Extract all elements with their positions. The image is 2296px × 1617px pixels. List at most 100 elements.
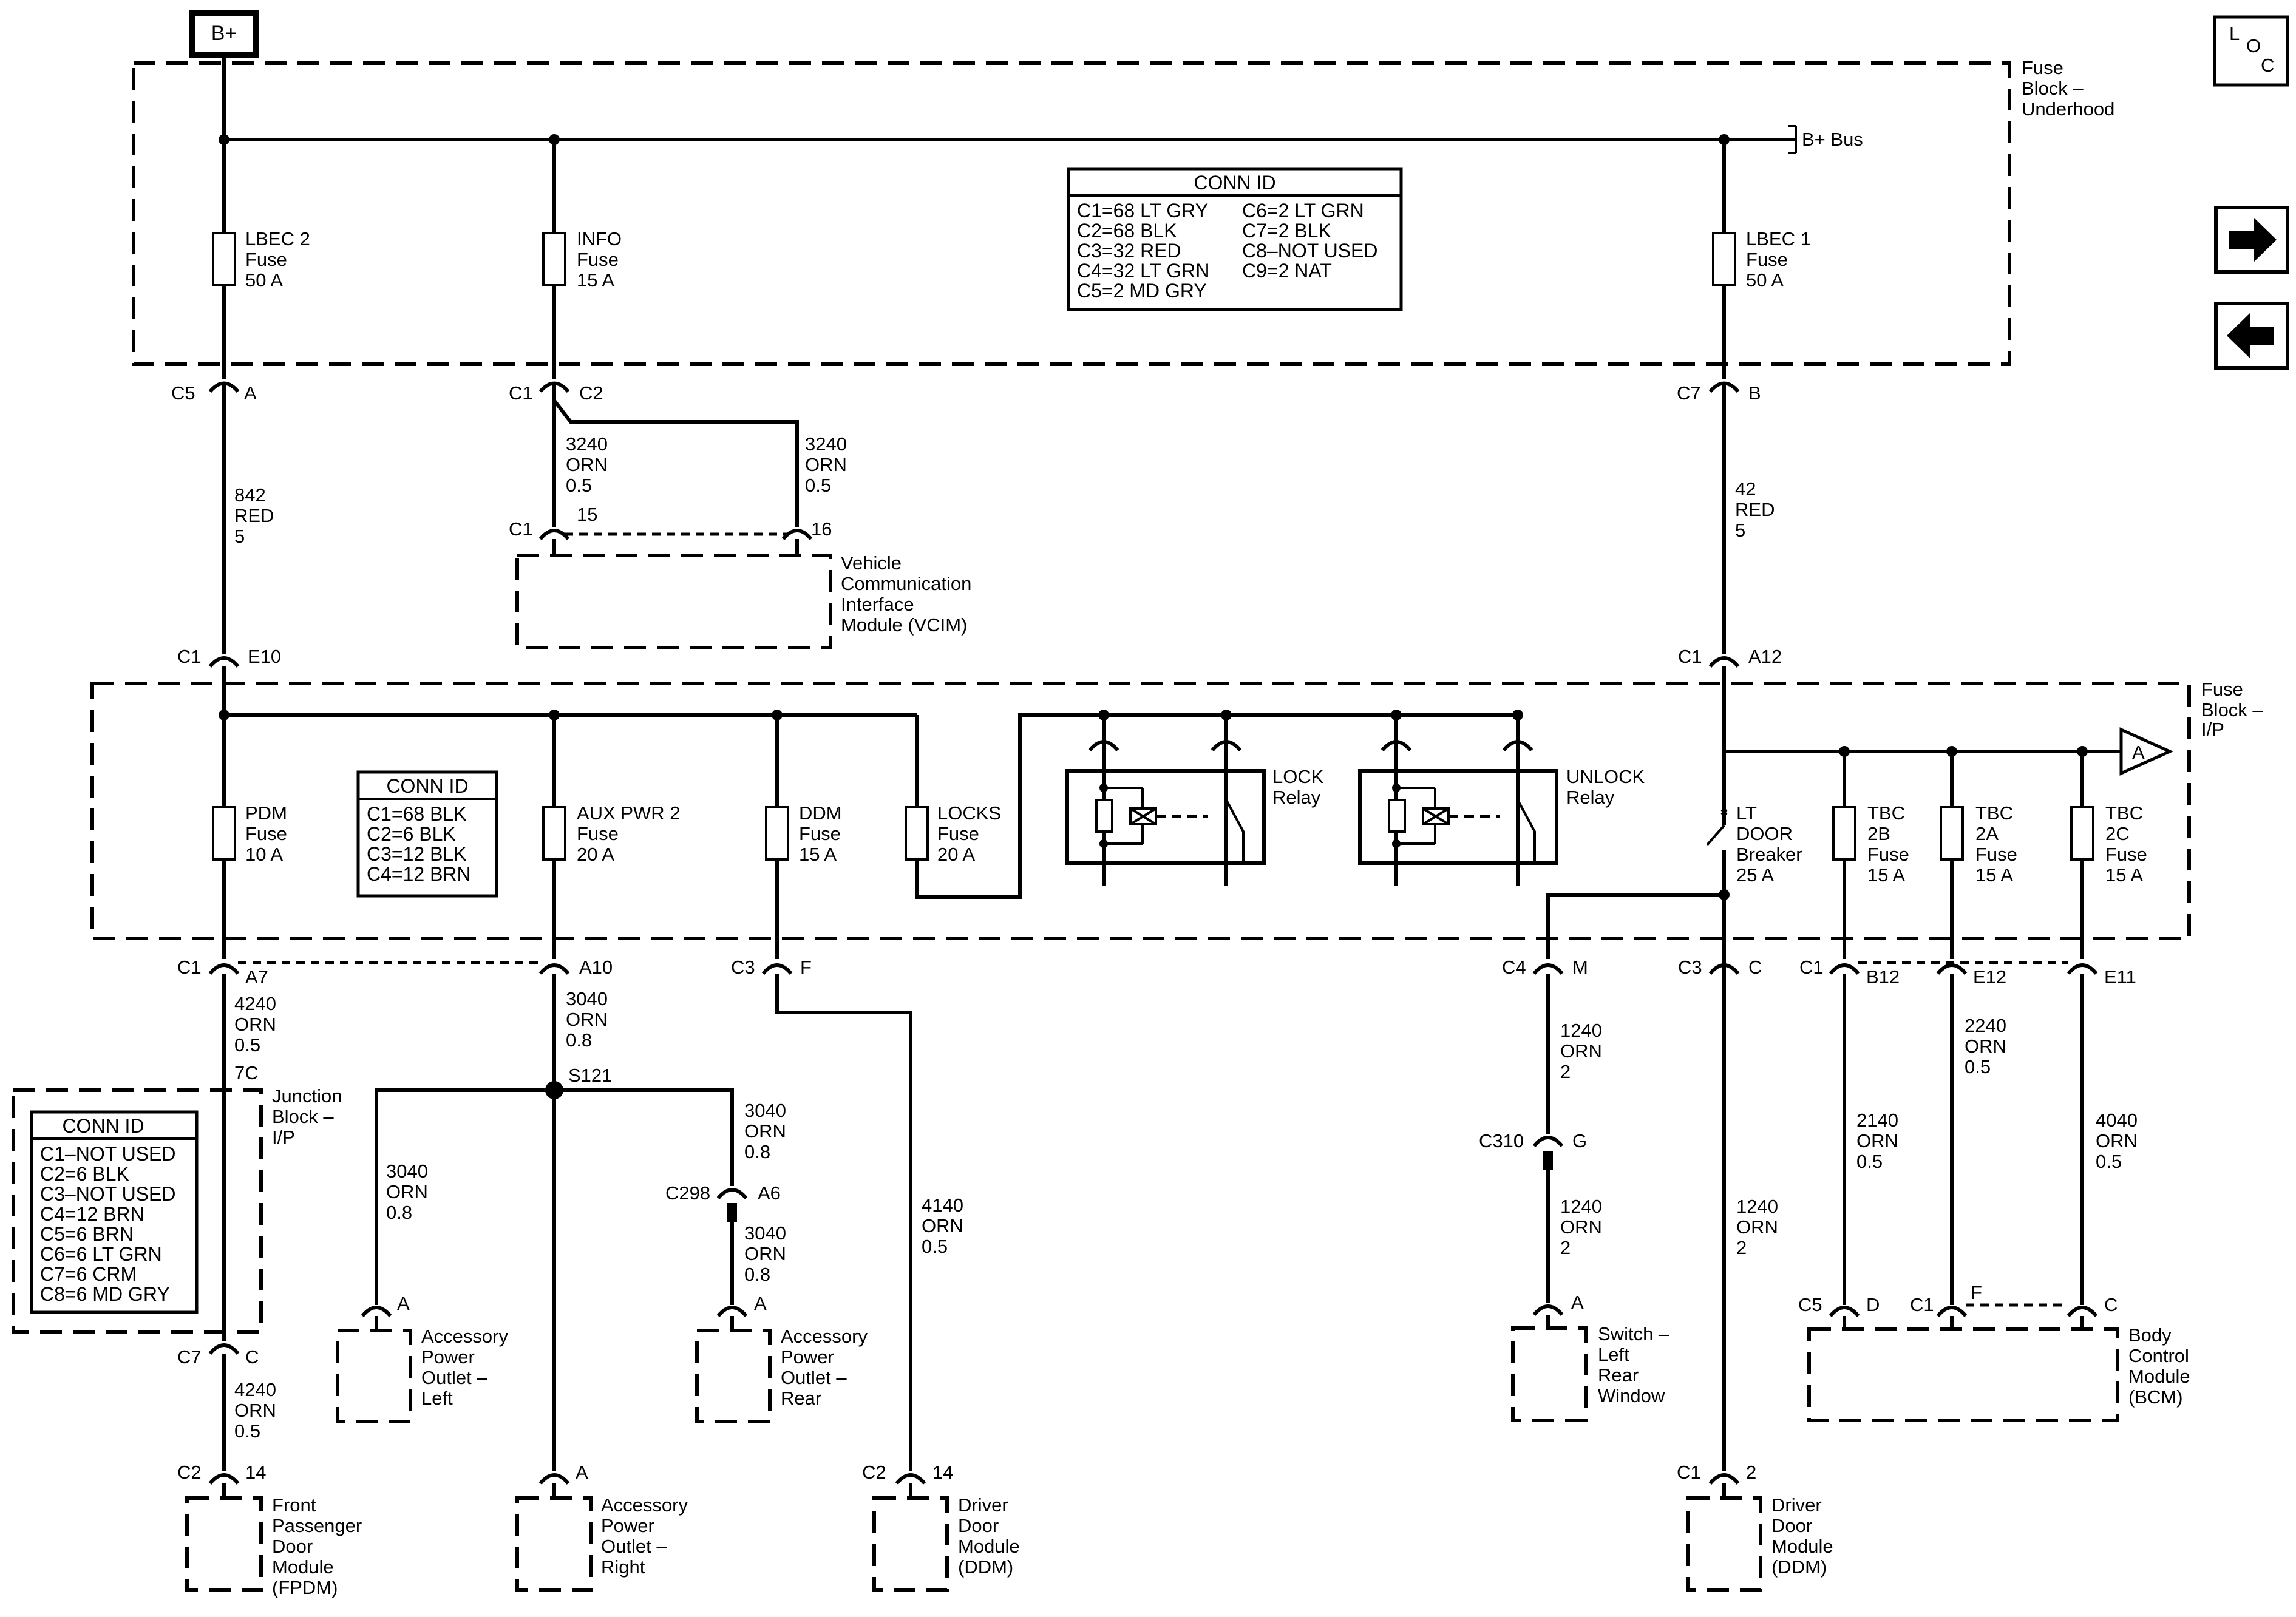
svg-text:14: 14 bbox=[245, 1462, 266, 1483]
svg-text:LBEC 2: LBEC 2 bbox=[245, 228, 310, 249]
svg-text:C7=6 CRM: C7=6 CRM bbox=[40, 1263, 137, 1285]
svg-text:I/P: I/P bbox=[272, 1127, 295, 1148]
underhood-conn-id-table: CONN ID C1=68 LT GRY C2=68 BLK C3=32 RED… bbox=[1067, 167, 1403, 311]
svg-text:0.5: 0.5 bbox=[566, 475, 592, 496]
svg-text:ORN: ORN bbox=[234, 1014, 276, 1035]
svg-text:2: 2 bbox=[1560, 1237, 1571, 1258]
ddm-fuse-label: DDM Fuse 15 A bbox=[799, 802, 842, 865]
svg-text:CONN ID: CONN ID bbox=[1194, 172, 1275, 194]
svg-text:DDM: DDM bbox=[799, 802, 842, 824]
svg-text:A10: A10 bbox=[579, 957, 613, 978]
svg-text:0.5: 0.5 bbox=[1965, 1056, 1991, 1077]
svg-text:15 A: 15 A bbox=[799, 844, 837, 865]
svg-text:Fuse: Fuse bbox=[1746, 249, 1788, 270]
battery-label: B+ bbox=[211, 22, 237, 45]
lbec1-fuse bbox=[1712, 232, 1736, 286]
switch-left-rear-window: A Switch – Left Rear Window bbox=[1511, 1292, 1669, 1422]
svg-text:C: C bbox=[2104, 1294, 2118, 1315]
aux-pwr2-fuse-label: AUX PWR 2 Fuse 20 A bbox=[577, 802, 681, 865]
connector-c310: C310 G bbox=[1479, 1130, 1587, 1170]
svg-text:3240: 3240 bbox=[805, 433, 847, 455]
svg-text:C1–NOT USED: C1–NOT USED bbox=[40, 1143, 175, 1165]
svg-text:C3: C3 bbox=[1678, 957, 1702, 978]
locks-fuse-label: LOCKS Fuse 20 A bbox=[937, 802, 1001, 865]
arrow-right-icon[interactable] bbox=[2214, 206, 2289, 274]
svg-text:Module (VCIM): Module (VCIM) bbox=[841, 614, 967, 636]
svg-text:A: A bbox=[754, 1293, 767, 1314]
svg-text:C2: C2 bbox=[177, 1462, 202, 1483]
fuse-block-ip-outline bbox=[90, 682, 2191, 940]
svg-text:4140: 4140 bbox=[922, 1195, 963, 1216]
wire-1240-b-label: 1240 ORN 2 bbox=[1560, 1196, 1602, 1258]
svg-text:15 A: 15 A bbox=[2105, 864, 2143, 886]
svg-text:G: G bbox=[1572, 1130, 1587, 1151]
svg-text:3040: 3040 bbox=[386, 1161, 428, 1182]
svg-text:3040: 3040 bbox=[744, 1222, 786, 1244]
svg-text:50 A: 50 A bbox=[245, 270, 283, 291]
svg-text:C5=6 BRN: C5=6 BRN bbox=[40, 1223, 134, 1245]
svg-text:Rear: Rear bbox=[1598, 1364, 1639, 1386]
ddm-right-module: C1 2 Driver Door Module (DDM) bbox=[1677, 1462, 1833, 1592]
arrow-left-icon[interactable] bbox=[2214, 302, 2289, 370]
svg-text:A7: A7 bbox=[245, 966, 268, 988]
svg-text:A: A bbox=[244, 382, 257, 404]
svg-text:Accessory: Accessory bbox=[421, 1326, 508, 1347]
svg-text:C1: C1 bbox=[1910, 1294, 1934, 1315]
svg-text:C6=2 LT GRN: C6=2 LT GRN bbox=[1242, 200, 1364, 222]
svg-text:2140: 2140 bbox=[1856, 1110, 1898, 1131]
svg-text:2B: 2B bbox=[1867, 823, 1890, 844]
svg-text:20 A: 20 A bbox=[937, 844, 975, 865]
vcim-module: C1 15 16 Vehicle Communication Interface… bbox=[509, 504, 971, 649]
svg-text:C6=6 LT GRN: C6=6 LT GRN bbox=[40, 1243, 162, 1265]
svg-text:C: C bbox=[1748, 957, 1762, 978]
tbc-2a-fuse bbox=[1940, 806, 1964, 861]
svg-text:0.5: 0.5 bbox=[1856, 1151, 1883, 1172]
svg-text:Fuse: Fuse bbox=[799, 823, 841, 844]
svg-text:Outlet –: Outlet – bbox=[781, 1367, 847, 1388]
svg-text:Fuse: Fuse bbox=[245, 823, 287, 844]
svg-text:25 A: 25 A bbox=[1736, 864, 1774, 886]
loc-button[interactable]: L O C bbox=[2213, 15, 2289, 87]
connector-c5-a: C5 A bbox=[171, 381, 257, 404]
svg-text:3040: 3040 bbox=[566, 988, 608, 1009]
lbec2-fuse bbox=[212, 232, 236, 286]
svg-text:3040: 3040 bbox=[744, 1100, 786, 1121]
svg-text:D: D bbox=[1866, 1294, 1880, 1315]
svg-text:Door: Door bbox=[1771, 1515, 1812, 1536]
svg-text:ORN: ORN bbox=[1965, 1036, 2006, 1057]
fuse-block-ip-title-3: I/P bbox=[2201, 719, 2224, 740]
svg-text:15 A: 15 A bbox=[1975, 864, 2013, 886]
svg-text:B: B bbox=[1748, 382, 1761, 404]
svg-text:Accessory: Accessory bbox=[601, 1494, 688, 1516]
tbc-2c-fuse-label: TBC 2C Fuse 15 A bbox=[2105, 802, 2147, 886]
svg-text:Accessory: Accessory bbox=[781, 1326, 868, 1347]
svg-text:0.5: 0.5 bbox=[234, 1420, 260, 1442]
lt-door-breaker: LT DOOR Breaker 25 A bbox=[1706, 802, 1802, 1032]
svg-text:CONN ID: CONN ID bbox=[386, 775, 468, 797]
svg-text:E12: E12 bbox=[1973, 966, 2006, 988]
svg-text:2: 2 bbox=[1736, 1237, 1747, 1258]
aux-pwr2-fuse bbox=[542, 806, 566, 861]
svg-text:A: A bbox=[1571, 1292, 1584, 1313]
svg-text:A12: A12 bbox=[1748, 646, 1782, 667]
svg-text:C7: C7 bbox=[177, 1346, 202, 1368]
connector-c7-b: C7 B bbox=[1677, 381, 1761, 404]
wire-3240-a-label: 3240 ORN 0.5 bbox=[566, 433, 608, 496]
tbc-2c-fuse bbox=[2070, 806, 2094, 861]
svg-text:A: A bbox=[576, 1462, 588, 1483]
svg-text:C2=6 BLK: C2=6 BLK bbox=[40, 1163, 129, 1185]
svg-text:C1: C1 bbox=[177, 957, 202, 978]
svg-text:842: 842 bbox=[234, 484, 266, 506]
bplus-bus-label: B+ Bus bbox=[1802, 129, 1863, 150]
svg-text:UNLOCK: UNLOCK bbox=[1566, 766, 1645, 787]
svg-text:(DDM): (DDM) bbox=[1771, 1556, 1827, 1578]
svg-text:C3–NOT USED: C3–NOT USED bbox=[40, 1183, 175, 1205]
svg-text:Power: Power bbox=[601, 1515, 654, 1536]
pdm-fuse-label: PDM Fuse 10 A bbox=[245, 802, 287, 865]
svg-text:0.8: 0.8 bbox=[744, 1264, 770, 1285]
wire-3040-b-label: 3040 ORN 0.8 bbox=[386, 1161, 428, 1223]
svg-text:4240: 4240 bbox=[234, 993, 276, 1014]
svg-text:Module: Module bbox=[2128, 1366, 2190, 1387]
svg-text:0.5: 0.5 bbox=[234, 1034, 260, 1056]
